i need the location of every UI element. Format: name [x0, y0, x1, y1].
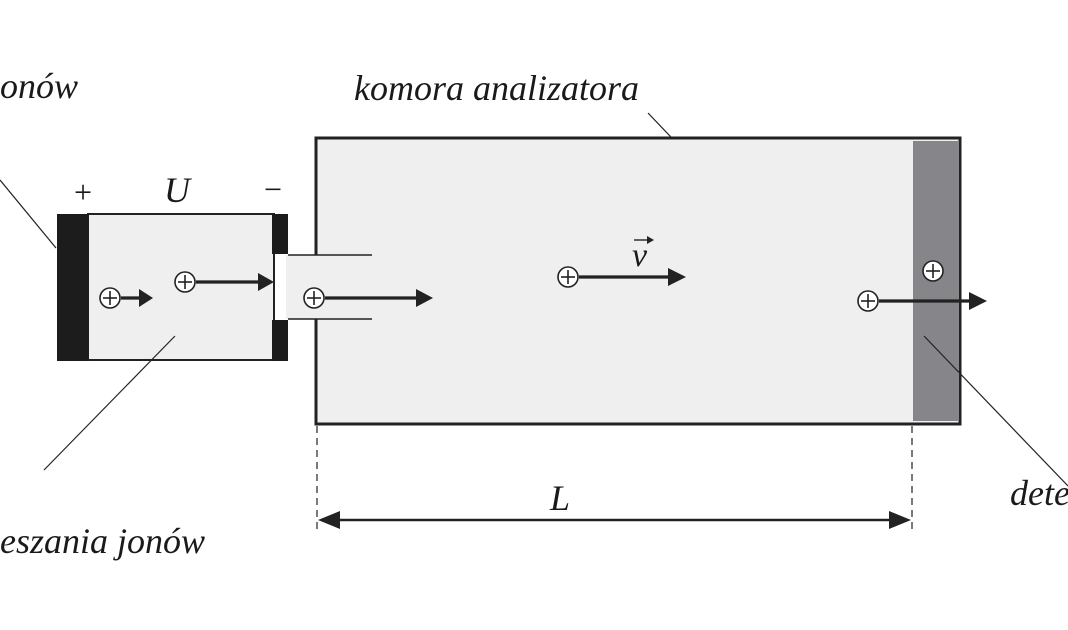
acceleration-label: eszania jonów — [0, 521, 205, 561]
negative-electrode-bottom — [272, 320, 288, 361]
vector-arrow-icon — [634, 236, 654, 244]
minus-electrode-label: − — [264, 171, 282, 207]
ion-source-leader-line — [0, 179, 57, 249]
detector-label: dete — [1010, 473, 1068, 513]
length-label: L — [549, 478, 570, 518]
voltage-label: U — [164, 170, 192, 210]
acceleration-leader-line — [43, 335, 176, 471]
ion-3 — [303, 287, 433, 309]
ion-4 — [557, 266, 686, 288]
arrow-right-icon — [196, 273, 274, 291]
ion-5 — [857, 290, 987, 312]
velocity-label: v — [632, 237, 648, 274]
analyzer-chamber-label: komora analizatora — [354, 68, 639, 108]
ion-6 — [922, 260, 944, 282]
negative-electrode-top — [272, 214, 288, 254]
ion-1 — [99, 287, 153, 309]
ion-source-label: onów — [0, 66, 78, 106]
arrow-right-icon — [879, 292, 987, 310]
positive-electrode — [57, 214, 89, 361]
plus-electrode-label: + — [74, 174, 92, 210]
analyzer-chamber — [314, 136, 962, 426]
arrow-right-icon — [579, 268, 686, 286]
arrow-right-icon — [325, 289, 433, 307]
drift-tube — [286, 255, 326, 319]
ion-2 — [174, 271, 274, 293]
arrow-right-icon — [121, 289, 153, 307]
double-arrow-icon — [318, 511, 911, 529]
detector-leader-line — [923, 335, 1068, 487]
